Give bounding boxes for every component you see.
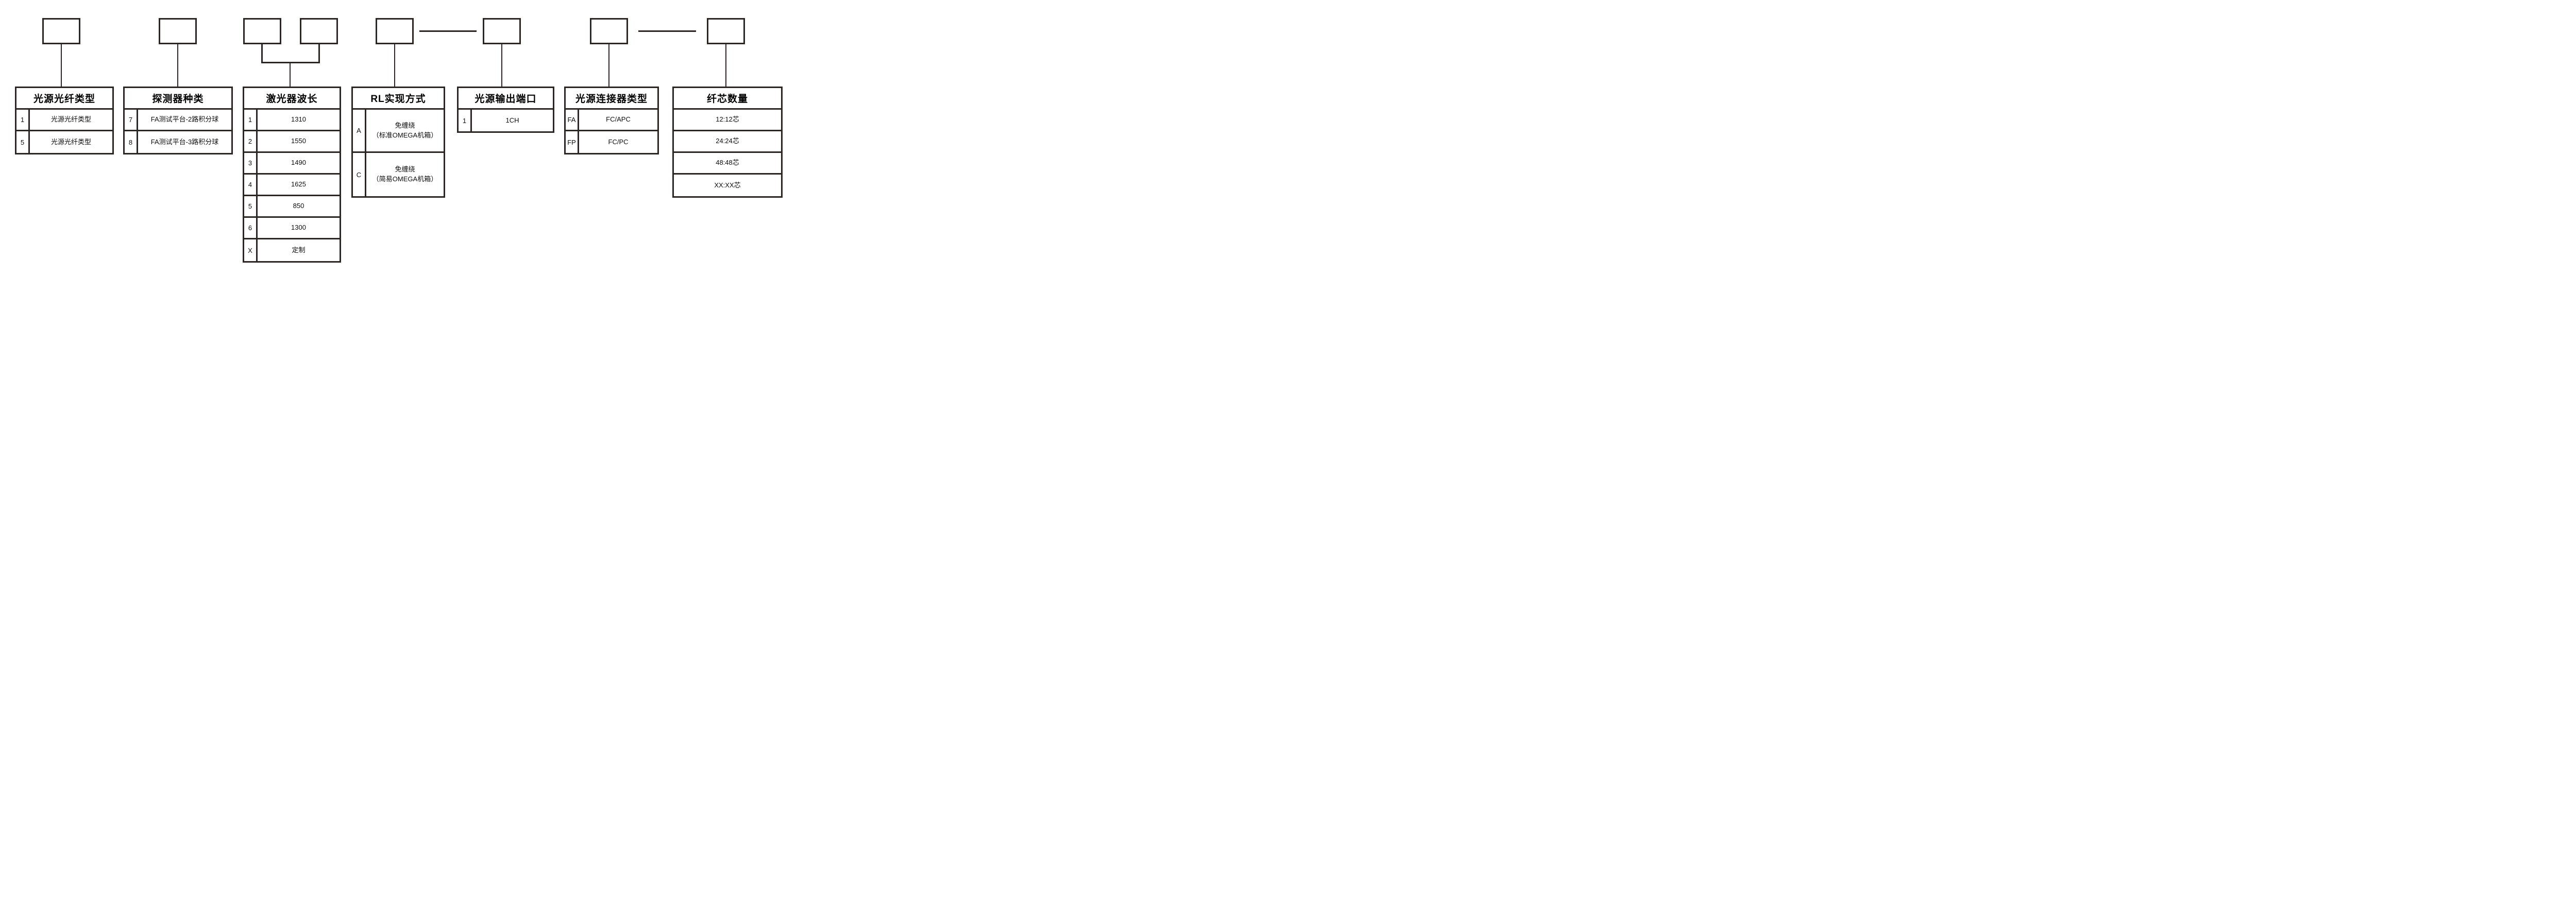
table-header: 探测器种类 xyxy=(125,88,231,110)
stem-box5-table4 xyxy=(394,44,395,87)
table-row: XX:XX芯 xyxy=(674,175,781,196)
stem-box1-table1 xyxy=(61,44,62,87)
table-header: 光源连接器类型 xyxy=(566,88,657,110)
option-value: 1CH xyxy=(505,116,519,124)
code-box-2 xyxy=(159,18,197,44)
table-connector-type: 光源连接器类型 FA FC/APC FP FC/PC xyxy=(564,87,659,154)
table-header: 激光器波长 xyxy=(244,88,340,110)
option-value: 1625 xyxy=(291,180,306,188)
option-value: 850 xyxy=(293,202,304,210)
option-code: 4 xyxy=(244,175,258,195)
code-box-8 xyxy=(707,18,745,44)
code-box-5 xyxy=(376,18,414,44)
option-value: FC/APC xyxy=(606,115,631,124)
option-value: 光源光纤类型 xyxy=(50,115,91,124)
table-row: 48:48芯 xyxy=(674,153,781,175)
option-code: 6 xyxy=(244,218,258,238)
option-value: 定制 xyxy=(292,246,306,254)
option-value: 12:12芯 xyxy=(716,115,739,124)
table-core-count: 纤芯数量 12:12芯 24:24芯 48:48芯 XX:XX芯 xyxy=(672,87,783,198)
table-row: 7 FA测试平台-2路积分球 xyxy=(125,110,231,131)
code-box-4 xyxy=(300,18,338,44)
table-row: A 免缠绕 （标准OMEGA机箱） xyxy=(353,110,444,153)
dash-separator-1 xyxy=(419,30,477,32)
option-value: 48:48芯 xyxy=(716,159,739,167)
code-box-1 xyxy=(42,18,80,44)
code-box-6 xyxy=(483,18,521,44)
table-light-fiber-type: 光源光纤类型 1 光源光纤类型 5 光源光纤类型 xyxy=(15,87,114,154)
table-row: 6 1300 xyxy=(244,218,340,239)
option-code: C xyxy=(353,153,366,196)
table-row: 5 850 xyxy=(244,196,340,218)
option-code: 7 xyxy=(125,110,138,130)
option-value: FA测试平台-2路积分球 xyxy=(150,115,219,124)
table-row: 12:12芯 xyxy=(674,110,781,131)
option-code: 1 xyxy=(244,110,258,130)
option-code: 1 xyxy=(16,110,30,130)
stem-box2-table2 xyxy=(177,44,178,87)
table-row: 2 1550 xyxy=(244,131,340,153)
option-value: FC/PC xyxy=(608,137,629,146)
table-header: RL实现方式 xyxy=(353,88,444,110)
table-row: X 定制 xyxy=(244,239,340,261)
table-header: 光源输出端口 xyxy=(459,88,553,110)
merge-stem-table3 xyxy=(290,63,291,87)
code-box-3 xyxy=(243,18,281,44)
stem-box8-table7 xyxy=(725,44,726,87)
option-code: 1 xyxy=(459,110,472,131)
table-row: FA FC/APC xyxy=(566,110,657,131)
option-code: A xyxy=(353,110,366,151)
table-laser-wavelength: 激光器波长 1 1310 2 1550 3 1490 4 1625 5 850 … xyxy=(243,87,341,263)
table-row: 1 1CH xyxy=(459,110,553,131)
ordering-code-diagram: 光源光纤类型 1 光源光纤类型 5 光源光纤类型 探测器种类 7 FA测试平台-… xyxy=(0,0,799,277)
option-value: 24:24芯 xyxy=(716,137,739,145)
table-row: 24:24芯 xyxy=(674,131,781,153)
option-code: 2 xyxy=(244,131,258,151)
table-row: 3 1490 xyxy=(244,153,340,175)
option-value: 光源光纤类型 xyxy=(50,137,91,146)
merge-right-drop xyxy=(318,44,320,63)
option-code: 8 xyxy=(125,131,138,153)
table-detector-type: 探测器种类 7 FA测试平台-2路积分球 8 FA测试平台-3路积分球 xyxy=(123,87,233,154)
option-code: X xyxy=(244,239,258,261)
option-code: 5 xyxy=(16,131,30,153)
table-row: C 免缠绕 （简易OMEGA机箱） xyxy=(353,153,444,196)
table-row: 5 光源光纤类型 xyxy=(16,131,112,153)
table-header: 光源光纤类型 xyxy=(16,88,112,110)
option-code: FA xyxy=(566,110,579,130)
option-value: 免缠绕 （简易OMEGA机箱） xyxy=(372,165,438,183)
table-rl-method: RL实现方式 A 免缠绕 （标准OMEGA机箱） C 免缠绕 （简易OMEGA机… xyxy=(351,87,445,198)
option-code: 5 xyxy=(244,196,258,216)
table-header: 纤芯数量 xyxy=(674,88,781,110)
option-value: 免缠绕 （标准OMEGA机箱） xyxy=(372,121,438,139)
code-box-7 xyxy=(590,18,628,44)
merge-left-drop xyxy=(261,44,263,63)
table-row: FP FC/PC xyxy=(566,131,657,153)
merge-bar xyxy=(261,62,320,63)
table-output-port: 光源输出端口 1 1CH xyxy=(457,87,554,133)
option-code: 3 xyxy=(244,153,258,173)
table-row: 1 1310 xyxy=(244,110,340,131)
dash-separator-2 xyxy=(638,30,696,32)
table-row: 1 光源光纤类型 xyxy=(16,110,112,131)
stem-box6-table5 xyxy=(501,44,502,87)
option-value: 1300 xyxy=(291,223,306,232)
option-code: FP xyxy=(566,131,579,153)
stem-box7-table6 xyxy=(608,44,609,87)
option-value: FA测试平台-3路积分球 xyxy=(150,137,219,146)
table-row: 4 1625 xyxy=(244,175,340,196)
option-value: XX:XX芯 xyxy=(714,181,741,189)
option-value: 1490 xyxy=(291,159,306,167)
table-row: 8 FA测试平台-3路积分球 xyxy=(125,131,231,153)
option-value: 1550 xyxy=(291,137,306,145)
option-value: 1310 xyxy=(291,115,306,124)
